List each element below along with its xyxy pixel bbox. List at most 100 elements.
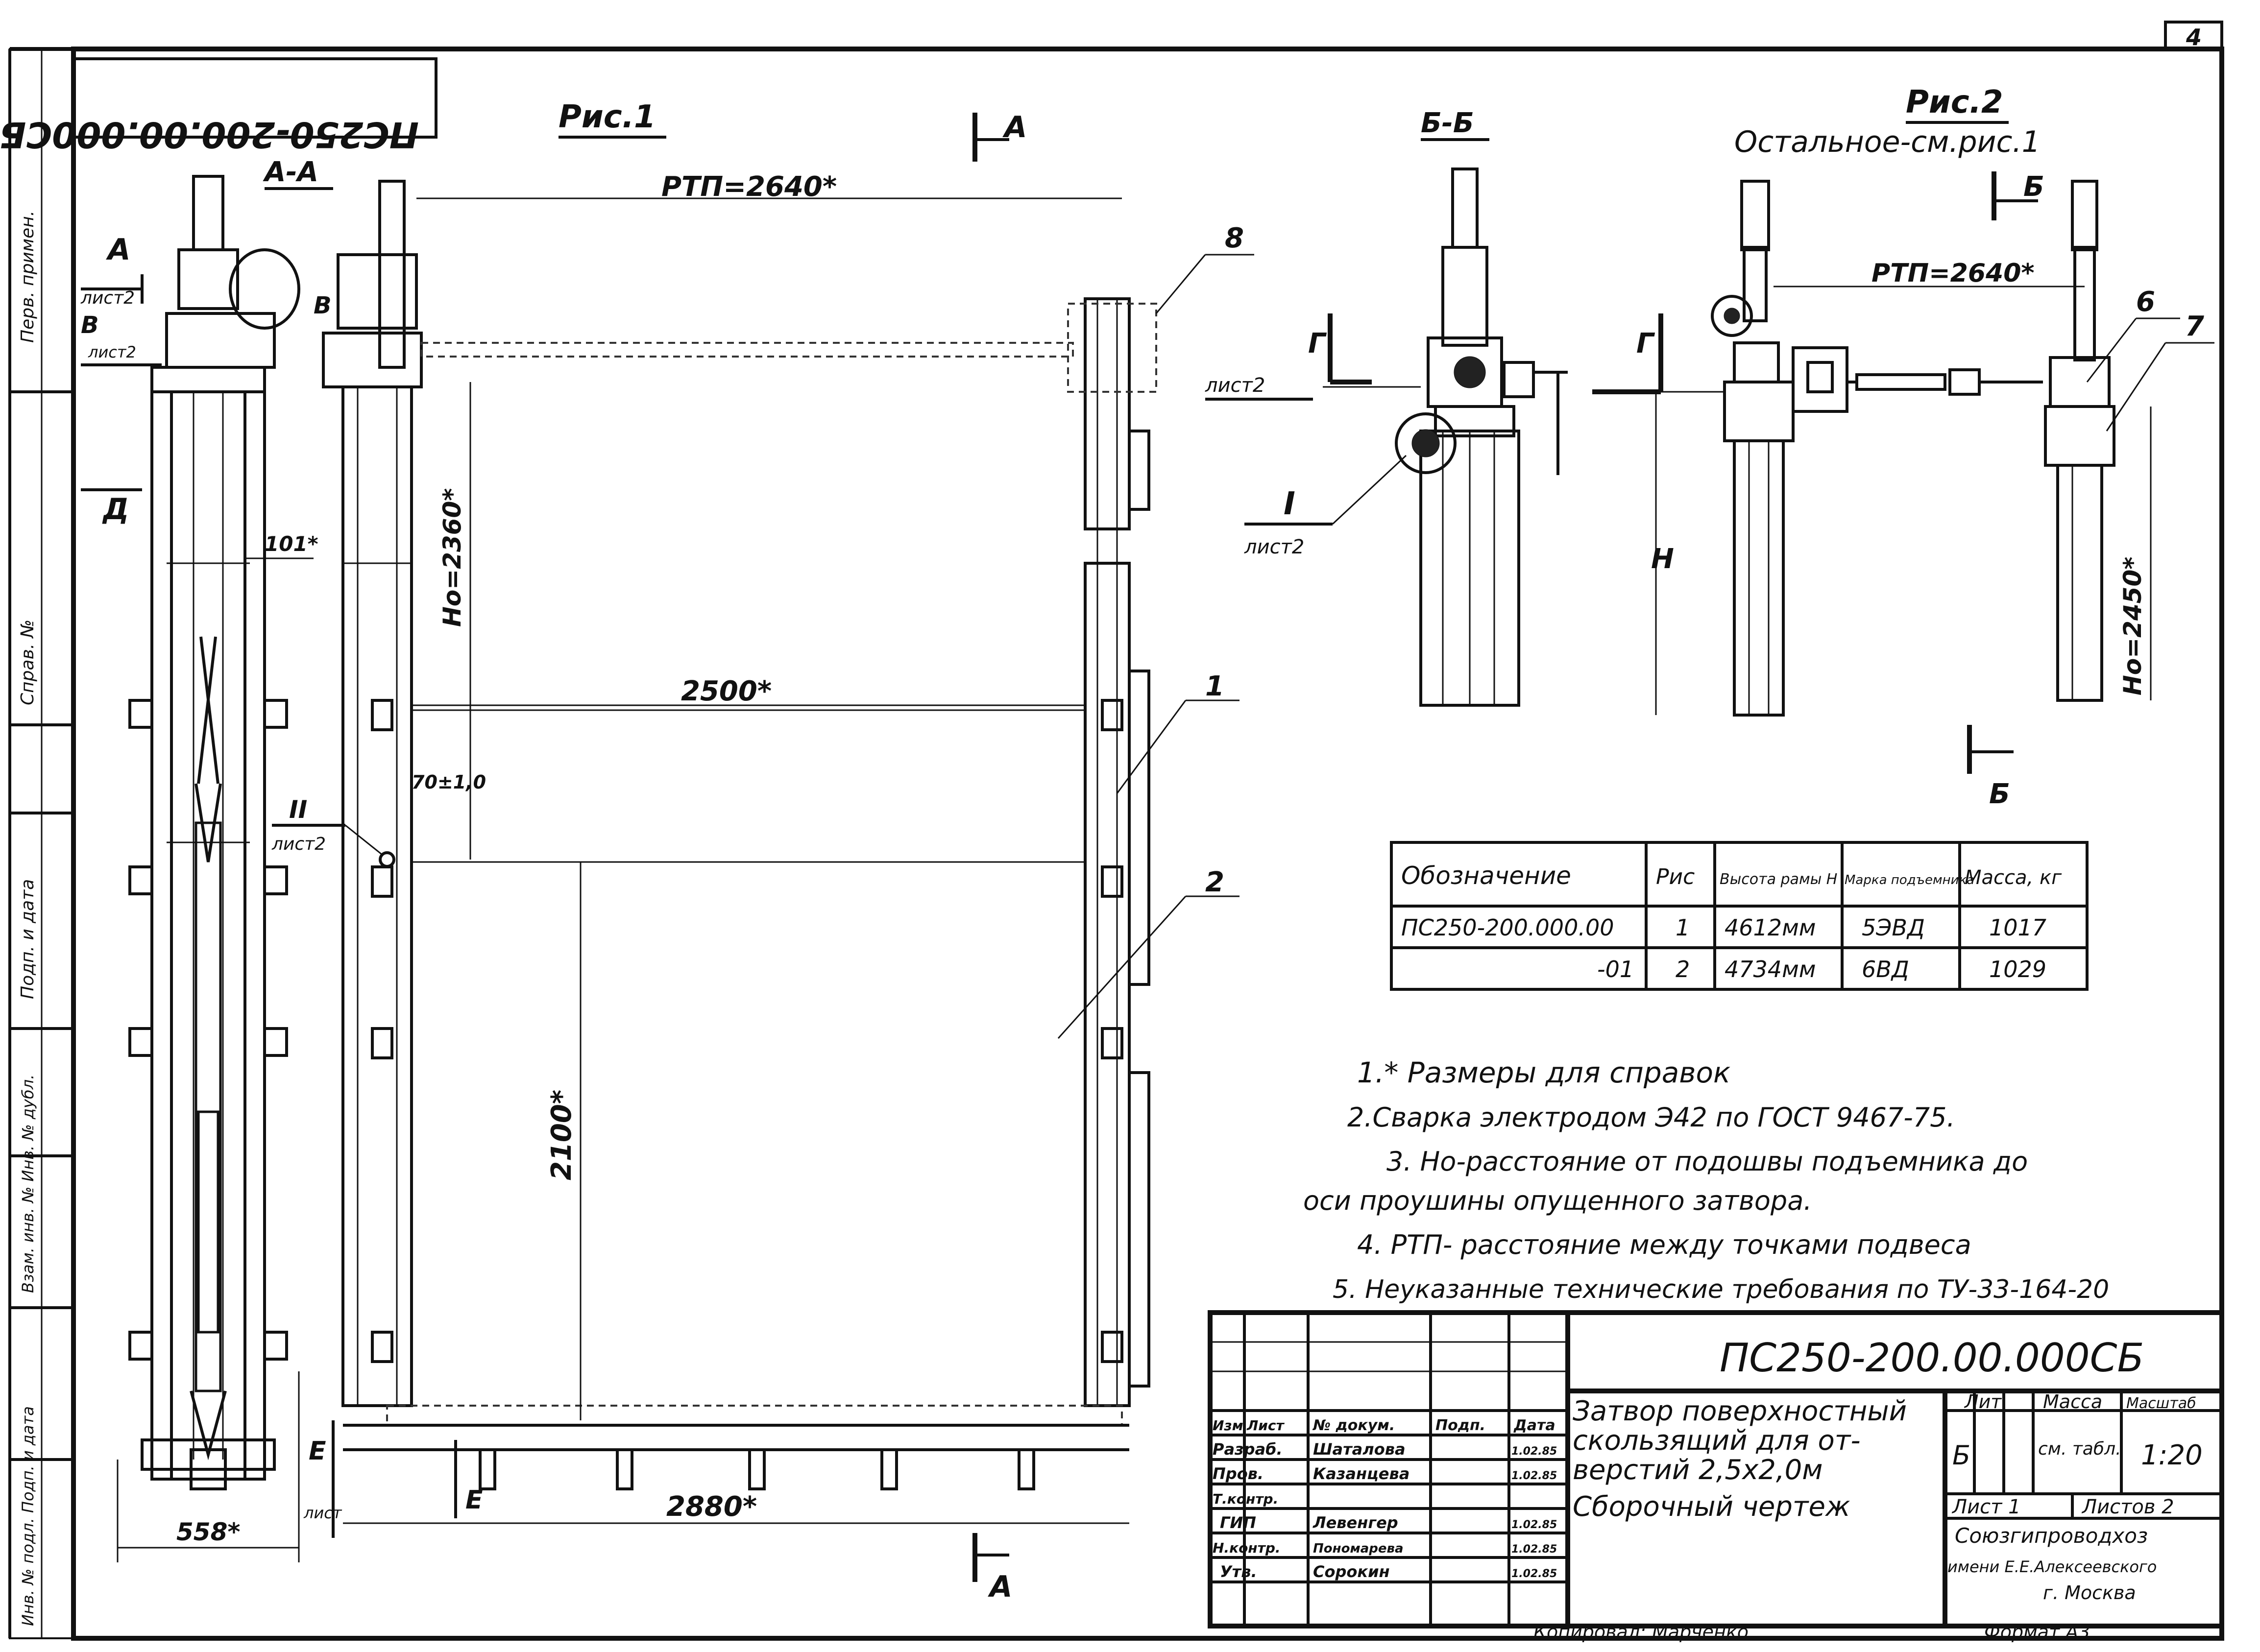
marker-b-left: В xyxy=(81,311,99,339)
marker-g-left-sheet: лист2 xyxy=(1205,374,1265,397)
side-stamp-4: Взам. инв. № Инв. № дубл. xyxy=(19,1075,37,1293)
marker-a-bottom: А xyxy=(988,1570,1012,1604)
title-line-1: Затвор поверхностный xyxy=(1573,1395,1907,1427)
scale-header: Масштаб xyxy=(2126,1395,2196,1412)
mass-header: Масса xyxy=(2043,1391,2102,1413)
fig2-note: Остальное-см.рис.1 xyxy=(1734,125,2041,159)
section-aa-view: 558* 101* xyxy=(117,175,318,1562)
col-date: Дата xyxy=(1513,1417,1555,1434)
table-row2-fig: 2 xyxy=(1676,956,1690,982)
lit-header: Лит xyxy=(1964,1391,2002,1413)
table-row1-hoist: 5ЭВД xyxy=(1862,914,1925,941)
org-line-1: Союзгипроводхоз xyxy=(1955,1524,2148,1548)
col-sign: Подп. xyxy=(1435,1417,1485,1434)
col-list: Лист xyxy=(1246,1417,1285,1434)
marker-e-mid: Е xyxy=(465,1485,483,1515)
sheet-value: Лист 1 xyxy=(1951,1496,2021,1518)
lit-value: Б xyxy=(1952,1440,1970,1471)
note-1: 1.* Размеры для справок xyxy=(1357,1056,1730,1089)
col-doc: № докум. xyxy=(1312,1417,1395,1434)
marker-e-left: Е xyxy=(309,1437,326,1466)
marker-a-left: А xyxy=(106,233,130,267)
table-row2-hoist: 6ВД xyxy=(1862,956,1909,982)
name-6: Сорокин xyxy=(1313,1562,1390,1581)
dim-70: 70±1,0 xyxy=(412,771,486,793)
spec-table xyxy=(1390,841,2089,991)
side-stamp-3: Подп. и дата xyxy=(18,879,38,999)
marker-ii: II xyxy=(289,795,307,824)
section-bb-label: Б-Б xyxy=(1421,107,1474,139)
marker-b-bottom: Б xyxy=(1989,778,2010,810)
dim-rtp-fig1: РТП=2640* xyxy=(661,171,837,203)
role-6: Утв. xyxy=(1220,1562,1257,1581)
note-4: 4. РТП- расстояние между точками подвеса xyxy=(1357,1229,1971,1260)
fig1-label: Рис.1 xyxy=(559,99,656,135)
name-4: Левенгер xyxy=(1312,1513,1398,1532)
note-3b: оси проушины опущенного затвора. xyxy=(1303,1185,1812,1216)
footer-copied-by: Копировал: Марченко xyxy=(1533,1621,1749,1643)
table-row1-height: 4612мм xyxy=(1725,914,1816,941)
marker-a-top: А xyxy=(1002,110,1027,144)
sheet-number-box xyxy=(2164,21,2223,50)
role-3: Т.контр. xyxy=(1213,1491,1278,1507)
dim-2880: 2880* xyxy=(666,1491,757,1523)
dim-h: Н xyxy=(1651,543,1674,575)
side-stamp-2: Справ. № xyxy=(18,620,38,705)
marker-b-top: Б xyxy=(2023,171,2044,203)
rotated-drawing-code: ПС250-200.00.000СБ xyxy=(0,114,419,155)
date-6: 1.02.85 xyxy=(1511,1568,1557,1580)
note-2: 2.Сварка электродом Э42 по ГОСТ 9467-75. xyxy=(1347,1102,1955,1133)
marker-i: I xyxy=(1284,486,1295,522)
marker-g-right: Г xyxy=(1636,328,1655,359)
title-line-2: скользящий для от- xyxy=(1573,1425,1861,1457)
table-header-mass: Масса, кг xyxy=(1965,866,2062,889)
side-stamp-column: Перв. примен. Справ. № Подп. и дата Взам… xyxy=(8,49,76,1638)
marker-b-mid: В xyxy=(314,292,332,319)
table-row2-height: 4734мм xyxy=(1725,956,1816,982)
side-stamp-1: Перв. примен. xyxy=(18,211,38,343)
scale-value: 1:20 xyxy=(2141,1439,2203,1471)
table-row2-designation: -01 xyxy=(1597,956,1634,982)
sheet-number: 4 xyxy=(2186,24,2202,50)
org-line-3: г. Москва xyxy=(2043,1582,2136,1604)
fig2-label: Рис.2 xyxy=(1906,84,2003,120)
name-1: Шаталова xyxy=(1313,1440,1406,1459)
table-row1-fig: 1 xyxy=(1676,914,1690,941)
title-line-3: верстий 2,5х2,0м xyxy=(1573,1454,1823,1486)
footer-format: Формат А3 xyxy=(1984,1621,2090,1643)
sheets-value: Листов 2 xyxy=(2081,1496,2174,1518)
table-header-designation: Обозначение xyxy=(1401,862,1571,890)
table-header-height: Высота рамы Н xyxy=(1720,871,1837,888)
note-3: 3. Но-расстояние от подошвы подъемника д… xyxy=(1386,1146,2028,1177)
date-5: 1.02.85 xyxy=(1511,1543,1557,1556)
mass-value: см. табл. xyxy=(2038,1439,2121,1459)
section-bb-view xyxy=(1395,168,1568,707)
dim-2100: 2100* xyxy=(546,1090,578,1180)
table-row1-mass: 1017 xyxy=(1989,914,2046,941)
table-row2-mass: 1029 xyxy=(1989,956,2046,982)
gate-front-view xyxy=(322,180,1157,1490)
marker-g-left: Г xyxy=(1308,328,1327,359)
date-4: 1.02.85 xyxy=(1511,1519,1557,1531)
callout-2: 2 xyxy=(1205,866,1224,898)
marker-a-left-sheet: лист2 xyxy=(80,288,135,308)
date-2: 1.02.85 xyxy=(1511,1470,1557,1482)
marker-d-left: Д xyxy=(102,492,129,527)
title-block xyxy=(1208,1310,2224,1628)
role-5: Н.контр. xyxy=(1213,1540,1281,1556)
role-1: Разраб. xyxy=(1213,1440,1283,1459)
callout-1: 1 xyxy=(1205,670,1224,702)
marker-i-sheet: лист2 xyxy=(1244,536,1304,558)
marker-ii-sheet: лист2 xyxy=(271,834,326,854)
marker-b-left-sheet: лист2 xyxy=(88,343,136,361)
dim-ho-fig2: Но=2450* xyxy=(2118,557,2147,695)
col-izm: Изм xyxy=(1213,1417,1243,1434)
table-header-hoist: Марка подъемника xyxy=(1845,873,1974,887)
fig2-view xyxy=(1711,180,2115,717)
note-5: 5. Неуказанные технические требования по… xyxy=(1333,1275,2109,1304)
callout-7: 7 xyxy=(2185,311,2204,342)
name-2: Казанцева xyxy=(1313,1464,1409,1483)
callout-6: 6 xyxy=(2136,286,2155,318)
side-stamp-5: Инв. № подл. Подп. и дата xyxy=(19,1406,37,1626)
